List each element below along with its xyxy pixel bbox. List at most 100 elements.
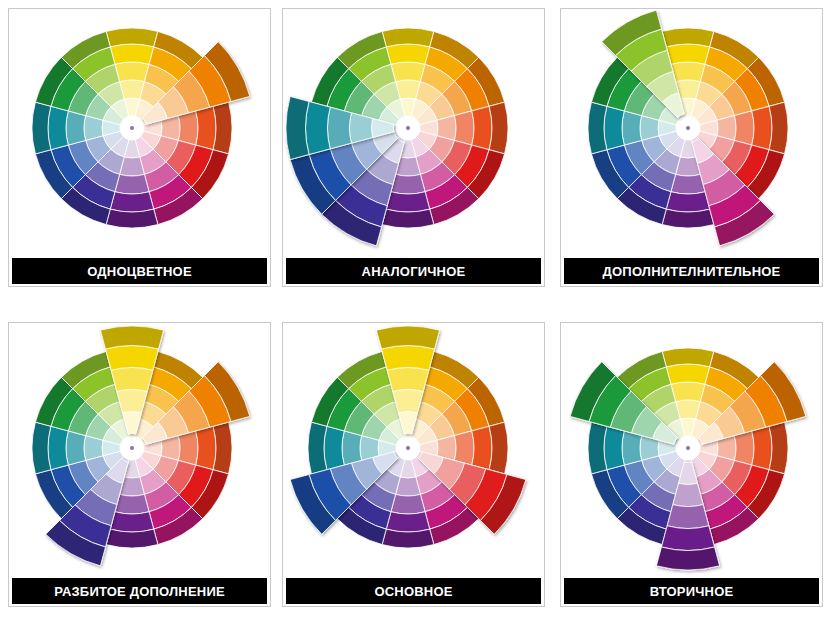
wheel-cell: [110, 192, 153, 212]
wheel-cell: [489, 422, 508, 474]
wheel-cell: [454, 431, 474, 465]
highlight-wedge: [100, 326, 163, 434]
wheel-cell: [570, 362, 615, 422]
panel-frame: [9, 323, 271, 607]
wheel-cell: [66, 431, 86, 465]
highlight-wedge: [142, 362, 249, 444]
wheel-cell: [661, 526, 714, 551]
color-wheel: [32, 348, 232, 548]
wheel-cell: [337, 507, 386, 544]
panel-frame: [283, 9, 545, 287]
wheel-cell: [311, 377, 348, 426]
color-wheel: [588, 28, 788, 228]
wheel-cell: [602, 10, 662, 55]
wheel-cell: [591, 57, 628, 106]
wheel-cell: [61, 187, 110, 224]
wheel-cell: [290, 475, 335, 535]
wheel-cell: [671, 382, 705, 402]
wheel-cell: [710, 507, 759, 544]
wheel-cell: [191, 150, 228, 199]
wheel-cell: [617, 507, 666, 544]
wheel-cell: [290, 155, 335, 215]
wheel-cell: [752, 106, 772, 149]
highlight-wedge: [46, 458, 128, 565]
label-band: РАЗБИТОЕ ДОПОЛНЕНИЕ: [12, 578, 267, 604]
label-band: АНАЛОГИЧНОЕ: [286, 258, 541, 284]
wheel-center: [676, 436, 700, 460]
color-wheel: [588, 348, 788, 548]
wheel-cell: [286, 96, 309, 159]
wheel-cell: [110, 44, 153, 64]
wheel-cell: [48, 106, 68, 149]
wheel-cell: [324, 426, 344, 469]
panel-frame: [283, 323, 545, 607]
wheel-dot: [406, 126, 410, 130]
wheel-cell: [308, 422, 327, 474]
wheel-cell: [110, 512, 153, 532]
wheel-dot: [686, 126, 690, 130]
wheel-cell: [454, 111, 474, 145]
wheel-cell: [381, 346, 434, 371]
wheel-cell: [111, 367, 153, 391]
wheel-cell: [311, 57, 348, 106]
wheel-cell: [213, 422, 232, 474]
wheel-cell: [656, 547, 719, 570]
scheme-label: ОДНОЦВЕТНОЕ: [87, 264, 192, 279]
wheel-cell: [306, 101, 331, 154]
wheel-cell: [382, 28, 434, 47]
wheel-cell: [35, 470, 72, 519]
wheel-cell: [61, 31, 110, 68]
highlight-wedge: [286, 96, 394, 159]
wheel-cell: [32, 102, 51, 154]
wheel-cell: [106, 529, 158, 548]
wheel-cell: [679, 462, 698, 484]
wheel-cell: [480, 475, 525, 535]
color-wheel: [308, 348, 508, 548]
wheel-dot: [686, 446, 690, 450]
highlight-wedge: [290, 452, 397, 534]
wheel-cell: [710, 31, 759, 68]
wheel-cell: [662, 209, 714, 228]
wheel-cell: [391, 62, 425, 82]
highlight-wedge: [656, 462, 719, 570]
wheel-cell: [337, 351, 386, 388]
wheel-cell: [115, 174, 149, 194]
wheel-cell: [100, 326, 163, 349]
highlight-wedge: [602, 10, 684, 117]
wheel-cell: [178, 111, 198, 145]
wheel-cell: [715, 200, 775, 245]
wheel-cell: [154, 187, 203, 224]
wheel-cell: [393, 389, 423, 412]
panel-frame: [561, 9, 823, 287]
wheel-cell: [671, 174, 705, 194]
wheel-cell: [489, 102, 508, 154]
wheel-cell: [617, 187, 666, 224]
wheel-center: [676, 116, 700, 140]
wheel-cell: [467, 150, 504, 199]
wheel-cell: [604, 426, 624, 469]
scheme-label: РАЗБИТОЕ ДОПОЛНЕНИЕ: [54, 584, 225, 599]
wheel-cell: [430, 31, 479, 68]
wheel-cell: [467, 57, 504, 106]
wheel-cell: [387, 367, 429, 391]
wheel-cell: [66, 111, 86, 145]
wheel-cell: [337, 31, 386, 68]
wheel-center: [396, 436, 420, 460]
wheel-cell: [154, 351, 203, 388]
scheme-label: АНАЛОГИЧНОЕ: [362, 264, 466, 279]
panel-frame: [561, 323, 823, 607]
scheme-label: ДОПОЛНИТЕЛНИТЕЛЬНОЕ: [603, 264, 781, 279]
wheel-cell: [472, 106, 492, 149]
wheel-cell: [386, 512, 429, 532]
wheel-cell: [666, 364, 709, 384]
wheel-cell: [430, 187, 479, 224]
wheel-cell: [769, 102, 788, 154]
wheel-cell: [105, 346, 158, 371]
wheel-cell: [769, 422, 788, 474]
wheel-cell: [591, 470, 628, 519]
wheel-cell: [35, 57, 72, 106]
wheel-cell: [734, 431, 754, 465]
wheel-cell: [430, 507, 479, 544]
wheel-cell: [178, 431, 198, 465]
